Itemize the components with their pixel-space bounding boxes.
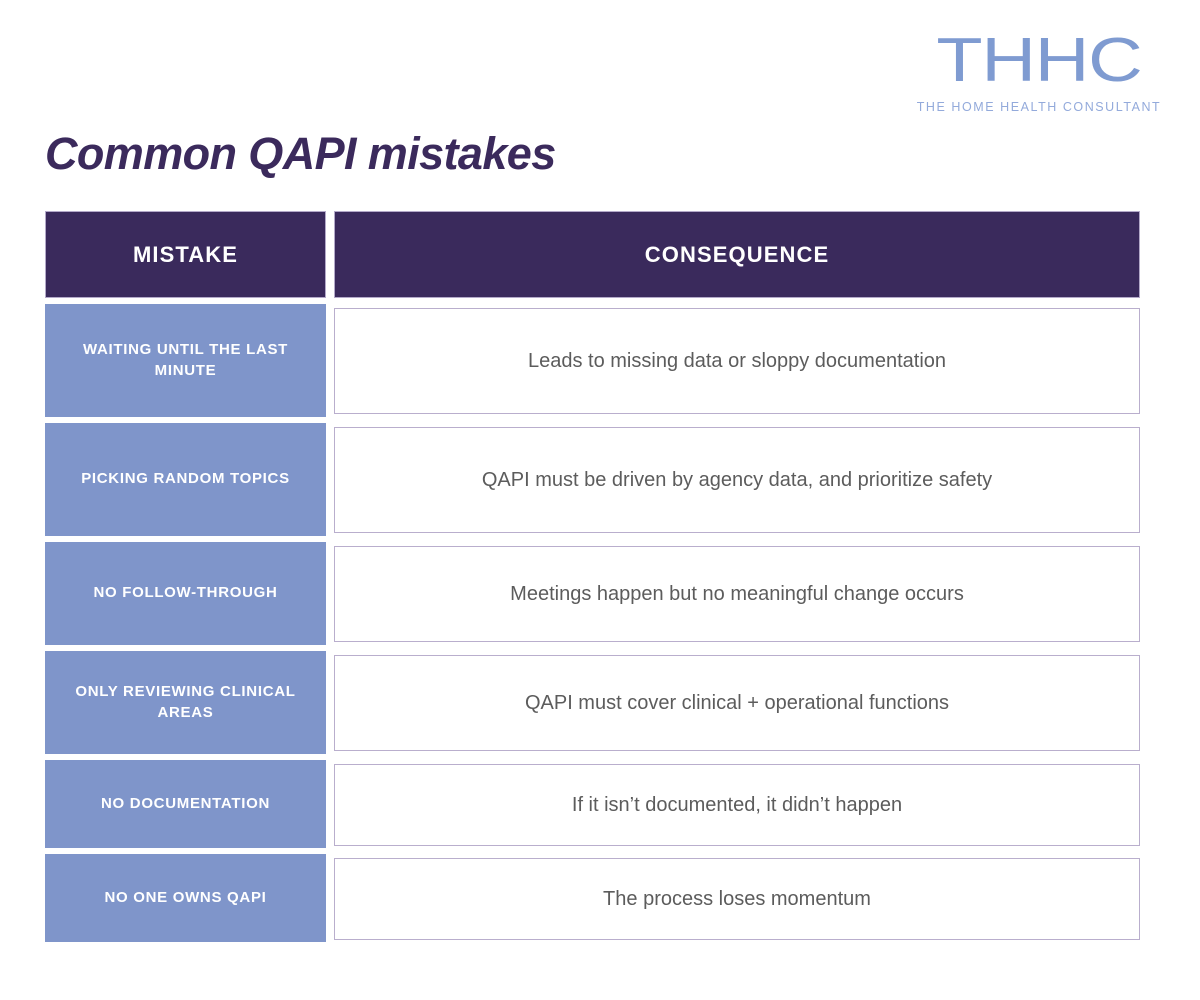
cell-consequence: Meetings happen but no meaningful change… [334, 546, 1140, 642]
table-row: NO ONE OWNS QAPI The process loses momen… [45, 854, 1140, 942]
cell-mistake: NO DOCUMENTATION [45, 760, 326, 848]
logo-wordmark: THHC [936, 26, 1142, 95]
column-spacer [326, 423, 334, 536]
cell-consequence: If it isn’t documented, it didn’t happen [334, 764, 1140, 846]
column-spacer [326, 542, 334, 645]
cell-consequence: QAPI must cover clinical + operational f… [334, 655, 1140, 751]
column-header-mistake: MISTAKE [45, 211, 326, 298]
table-row: PICKING RANDOM TOPICS QAPI must be drive… [45, 423, 1140, 536]
table-row: NO DOCUMENTATION If it isn’t documented,… [45, 760, 1140, 848]
column-spacer [326, 651, 334, 754]
column-header-consequence: CONSEQUENCE [334, 211, 1140, 298]
table-row: NO FOLLOW-THROUGH Meetings happen but no… [45, 542, 1140, 645]
cell-mistake: WAITING UNTIL THE LAST MINUTE [45, 304, 326, 417]
cell-mistake: PICKING RANDOM TOPICS [45, 423, 326, 536]
table-row: WAITING UNTIL THE LAST MINUTE Leads to m… [45, 304, 1140, 417]
cell-mistake: ONLY REVIEWING CLINICAL AREAS [45, 651, 326, 754]
table-header-row: MISTAKE CONSEQUENCE [45, 211, 1140, 298]
cell-consequence: The process loses momentum [334, 858, 1140, 940]
cell-consequence: Leads to missing data or sloppy document… [334, 308, 1140, 414]
cell-mistake: NO ONE OWNS QAPI [45, 854, 326, 942]
column-spacer [326, 304, 334, 417]
logo-tagline: THE HOME HEALTH CONSULTANT [916, 100, 1162, 114]
column-spacer [326, 854, 334, 942]
column-spacer [326, 760, 334, 848]
qapi-mistakes-table: MISTAKE CONSEQUENCE WAITING UNTIL THE LA… [45, 211, 1140, 942]
table-row: ONLY REVIEWING CLINICAL AREAS QAPI must … [45, 651, 1140, 754]
page-title: Common QAPI mistakes [45, 128, 556, 179]
column-spacer [326, 211, 334, 298]
brand-logo: THHC THE HOME HEALTH CONSULTANT [910, 30, 1168, 114]
cell-mistake: NO FOLLOW-THROUGH [45, 542, 326, 645]
cell-consequence: QAPI must be driven by agency data, and … [334, 427, 1140, 533]
